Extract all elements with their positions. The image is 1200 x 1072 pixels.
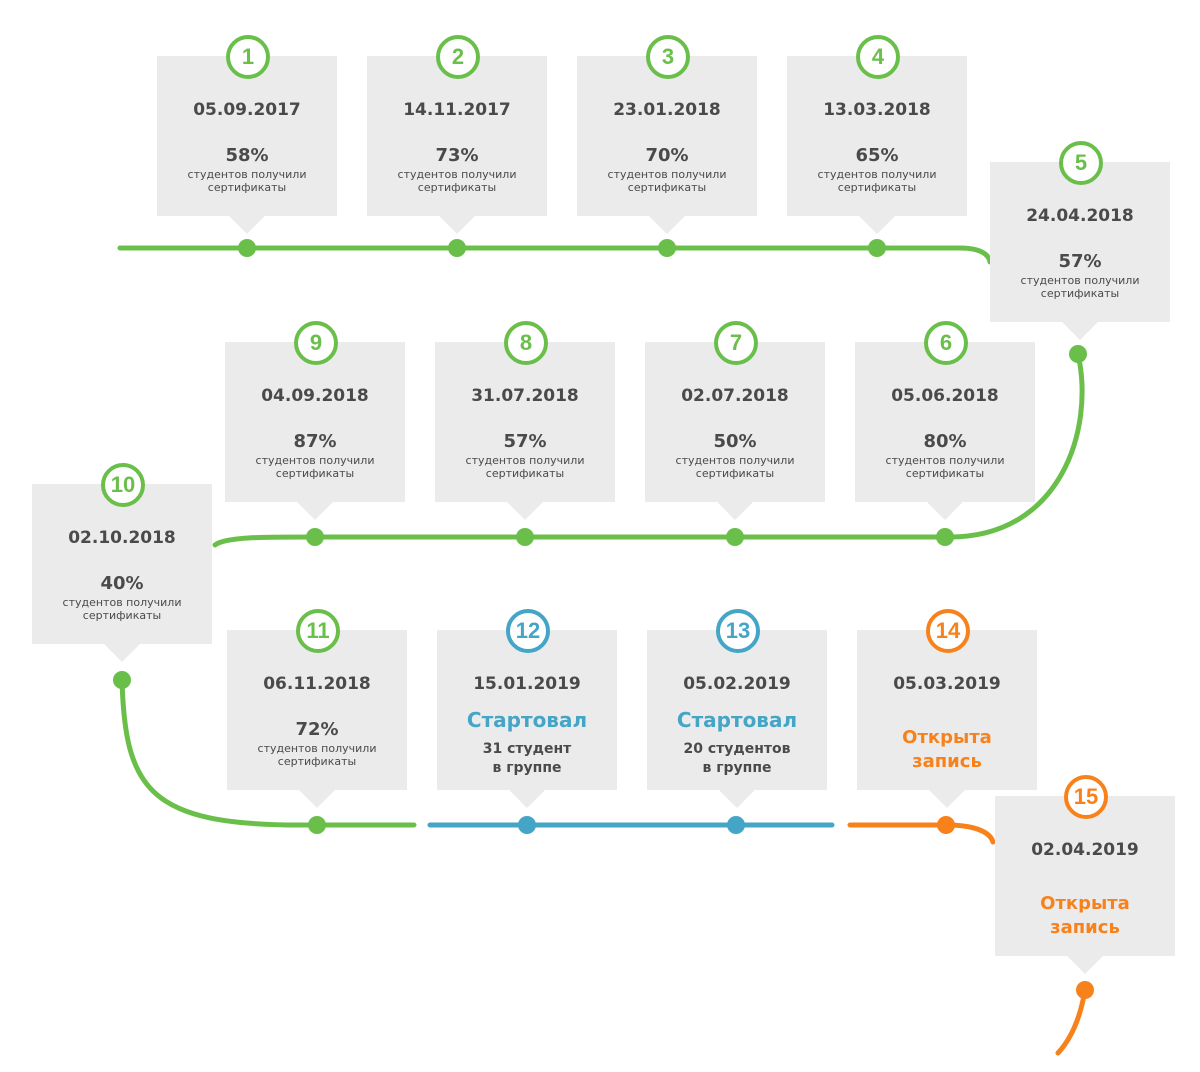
milestone-status: Открыта запись bbox=[1040, 893, 1130, 938]
milestone-caption: студентов получили сертификаты bbox=[1020, 274, 1140, 300]
milestone-percent: 65% bbox=[855, 145, 899, 166]
milestone-card: 2 14.11.2017 73%студентов получили сертифи… bbox=[367, 35, 547, 234]
timeline-dot bbox=[308, 816, 326, 834]
milestone-card: 8 31.07.2018 57%студентов получили сертифи… bbox=[435, 321, 615, 520]
milestone-caption: студентов получили сертификаты bbox=[885, 454, 1005, 480]
milestone-percent: 40% bbox=[100, 573, 144, 594]
milestone-number-badge: 2 bbox=[436, 35, 480, 79]
milestone-group-size: 20 студентов в группе bbox=[683, 741, 791, 776]
milestone-date: 24.04.2018 bbox=[1026, 206, 1134, 226]
track-segment-green bbox=[117, 245, 993, 265]
milestone-caption: студентов получили сертификаты bbox=[817, 168, 937, 194]
milestone-number-badge: 7 bbox=[714, 321, 758, 365]
milestone-date: 13.03.2018 bbox=[823, 100, 931, 120]
milestone-percent: 57% bbox=[1058, 251, 1102, 272]
milestone-percent: 58% bbox=[225, 145, 269, 166]
milestone-status: Стартовал bbox=[466, 708, 588, 732]
track-segment-green bbox=[212, 351, 1085, 548]
milestone-number-badge: 13 bbox=[716, 609, 760, 653]
milestone-percent: 57% bbox=[503, 431, 547, 452]
milestone-card: 10 02.10.2018 40%студентов получили сертиф… bbox=[32, 463, 212, 662]
timeline-dot bbox=[516, 528, 534, 546]
milestone-caption: студентов получили сертификаты bbox=[675, 454, 795, 480]
milestone-percent: 72% bbox=[295, 719, 339, 740]
timeline-dot bbox=[727, 816, 745, 834]
timeline-dot bbox=[448, 239, 466, 257]
milestone-percent: 50% bbox=[713, 431, 757, 452]
milestone-number-badge: 5 bbox=[1059, 141, 1103, 185]
timeline-dot bbox=[726, 528, 744, 546]
milestone-number-badge: 12 bbox=[506, 609, 550, 653]
milestone-percent: 80% bbox=[923, 431, 967, 452]
milestone-percent: 70% bbox=[645, 145, 689, 166]
milestone-date: 05.02.2019 bbox=[683, 674, 791, 694]
milestone-status: Стартовал bbox=[676, 708, 798, 732]
timeline-dot bbox=[1076, 981, 1094, 999]
milestone-caption: студентов получили сертификаты bbox=[607, 168, 727, 194]
milestone-number-badge: 14 bbox=[926, 609, 970, 653]
milestone-caption: студентов получили сертификаты bbox=[255, 454, 375, 480]
milestone-number-badge: 6 bbox=[924, 321, 968, 365]
milestone-caption: студентов получили сертификаты bbox=[62, 596, 182, 622]
milestone-date: 02.04.2019 bbox=[1031, 840, 1139, 860]
milestone-caption: студентов получили сертификаты bbox=[187, 168, 307, 194]
milestone-date: 06.11.2018 bbox=[263, 674, 371, 694]
milestone-date: 15.01.2019 bbox=[473, 674, 581, 694]
milestone-number-badge: 1 bbox=[226, 35, 270, 79]
milestone-card: 11 06.11.2018 72%студентов получили сертиф… bbox=[227, 609, 407, 808]
milestone-caption: студентов получили сертификаты bbox=[257, 742, 377, 768]
milestone-card: 6 05.06.2018 80%студентов получили сертифи… bbox=[855, 321, 1035, 520]
timeline-dot bbox=[306, 528, 324, 546]
timeline-dot bbox=[238, 239, 256, 257]
milestone-date: 14.11.2017 bbox=[403, 100, 511, 120]
milestone-number-badge: 3 bbox=[646, 35, 690, 79]
milestone-card: 1 05.09.2017 58%студентов получили сертифи… bbox=[157, 35, 337, 234]
milestone-card: 5 24.04.2018 57%студентов получили сертифи… bbox=[990, 141, 1170, 340]
milestone-group-size: 31 студент в группе bbox=[482, 741, 572, 776]
timeline-dot bbox=[658, 239, 676, 257]
milestone-date: 05.09.2017 bbox=[193, 100, 301, 120]
milestone-date: 02.10.2018 bbox=[68, 528, 176, 548]
milestone-number-badge: 8 bbox=[504, 321, 548, 365]
milestone-card: 9 04.09.2018 87%студентов получили сертифи… bbox=[225, 321, 405, 520]
track-segment-green bbox=[119, 677, 417, 828]
milestone-status: Открыта запись bbox=[902, 727, 992, 772]
milestone-date: 31.07.2018 bbox=[471, 386, 579, 406]
milestone-number-badge: 9 bbox=[294, 321, 338, 365]
milestone-caption: студентов получили сертификаты bbox=[465, 454, 585, 480]
milestone-date: 05.03.2019 bbox=[893, 674, 1001, 694]
timeline-dot bbox=[936, 528, 954, 546]
milestone-number-badge: 15 bbox=[1064, 775, 1108, 819]
milestone-card: 3 23.01.2018 70%студентов получили сертифи… bbox=[577, 35, 757, 234]
milestone-date: 23.01.2018 bbox=[613, 100, 721, 120]
milestone-percent: 73% bbox=[435, 145, 479, 166]
milestone-number-badge: 11 bbox=[296, 609, 340, 653]
timeline-dot bbox=[868, 239, 886, 257]
milestone-number-badge: 4 bbox=[856, 35, 900, 79]
milestone-date: 05.06.2018 bbox=[891, 386, 999, 406]
timeline-dot bbox=[1069, 345, 1087, 363]
milestone-card: 7 02.07.2018 50%студентов получили сертифи… bbox=[645, 321, 825, 520]
timeline-dot bbox=[113, 671, 131, 689]
timeline-dot bbox=[518, 816, 536, 834]
milestone-caption: студентов получили сертификаты bbox=[397, 168, 517, 194]
timeline-dot bbox=[937, 816, 955, 834]
milestone-date: 02.07.2018 bbox=[681, 386, 789, 406]
milestone-date: 04.09.2018 bbox=[261, 386, 369, 406]
milestone-number-badge: 10 bbox=[101, 463, 145, 507]
track-segment-orange bbox=[1055, 987, 1088, 1056]
track-segment-orange bbox=[847, 822, 996, 845]
milestone-card: 4 13.03.2018 65%студентов получили сертифи… bbox=[787, 35, 967, 234]
milestone-percent: 87% bbox=[293, 431, 337, 452]
